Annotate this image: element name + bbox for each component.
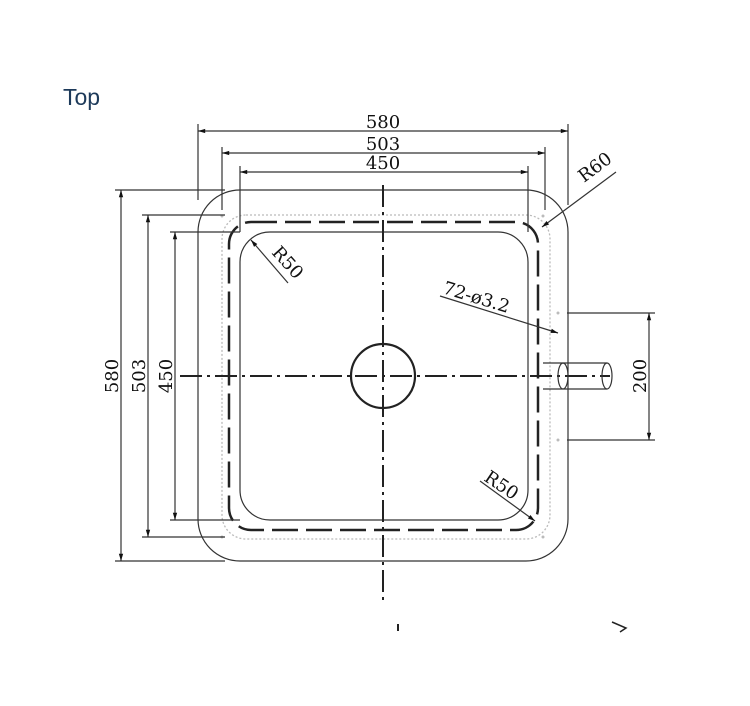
top-dimensions	[197, 124, 569, 232]
r60-leader	[541, 171, 617, 228]
overflow-pipe	[543, 362, 613, 390]
label-outer-radius: R60	[574, 148, 616, 187]
holes-leader	[439, 295, 559, 334]
r50-top-leader	[250, 239, 289, 284]
drain-hole	[349, 342, 417, 410]
dim-bowl-depth: 450	[156, 359, 177, 393]
label-inner-radius-bottom: R50	[480, 467, 522, 505]
overflow-dimension	[567, 312, 655, 441]
dim-overall-width: 580	[366, 112, 400, 133]
label-holes: 72-ø3.2	[441, 278, 513, 318]
dotted-trim	[221, 214, 551, 540]
dim-bowl-width: 450	[366, 153, 400, 174]
mounting-holes	[220, 214, 560, 539]
left-dimensions	[115, 189, 240, 562]
label-inner-radius-top: R50	[267, 242, 307, 283]
r50-bottom-leader	[479, 480, 536, 522]
dim-flange-depth: 503	[129, 359, 150, 393]
stray-mark	[611, 621, 628, 633]
dim-overflow-spacing: 200	[630, 359, 651, 393]
dim-overall-depth: 580	[102, 359, 123, 393]
dim-flange-width: 503	[366, 134, 400, 155]
view-title: Top	[63, 84, 101, 110]
